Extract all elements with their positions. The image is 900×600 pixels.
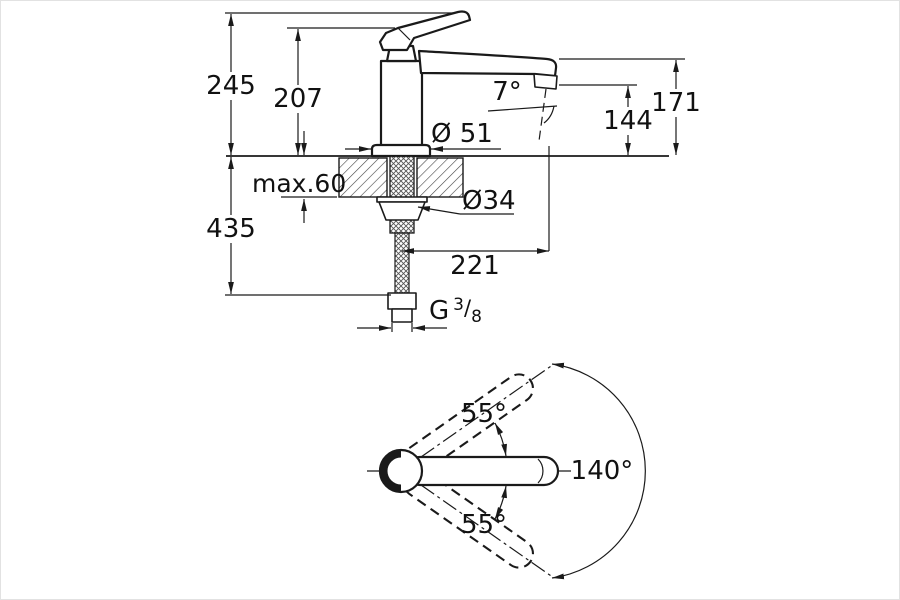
angle-140-bg: [571, 453, 633, 483]
hose-connector-body: [387, 292, 417, 310]
angle-7-ray: [487, 105, 558, 112]
water-stream-line: [538, 88, 547, 142]
faucet-base: [370, 143, 432, 158]
dim-245-label: 245: [206, 71, 256, 101]
arc-140: [551, 362, 646, 580]
angle-55-lower-label: 55°: [461, 510, 507, 540]
g38-slash: /: [464, 296, 472, 320]
body-crescent: [380, 450, 402, 492]
dim-171-bg: [651, 89, 701, 117]
dim-435-label: 435: [206, 214, 256, 244]
dim-207-bg: [273, 85, 323, 113]
g38-den: 8: [471, 307, 482, 327]
dia34-leader: [417, 206, 461, 215]
max60-label: max.60: [252, 169, 346, 198]
mounting-nut: [378, 201, 426, 221]
dim-245-bg: [206, 72, 256, 100]
angle-7-label: 7°: [492, 77, 522, 107]
angle-55-upper-label: 55°: [461, 399, 507, 429]
handle-detail-line: [397, 27, 411, 41]
arc-55-lower: [494, 485, 507, 520]
centerline-upper: [420, 363, 555, 458]
g38-g: G: [429, 296, 449, 326]
dim-dia51-label: Ø 51: [431, 119, 493, 149]
dim-144-bg: [603, 107, 653, 135]
counter-hatch-right: [416, 157, 464, 198]
centerline-lower: [420, 484, 555, 579]
angle-7-arc: [543, 105, 555, 124]
spout-tip-detail: [537, 458, 544, 484]
g38-num: 3: [453, 295, 464, 315]
faucet-side-view: [226, 10, 669, 323]
faucet-top-view: 55° 55° 140°: [367, 362, 646, 580]
angle-140-label: 140°: [571, 456, 634, 486]
dim-207-label: 207: [273, 84, 323, 114]
faucet-body: [379, 59, 424, 150]
faucet-lever-handle: [378, 10, 472, 52]
faucet-spout: [417, 49, 558, 78]
hose-connector-thread: [391, 308, 413, 323]
dim-171-label: 171: [651, 88, 701, 118]
threaded-shank: [389, 155, 415, 234]
counter-hatch-left: [338, 157, 388, 198]
dim-dia34-label: Ø34: [462, 186, 516, 216]
dim-144-label: 144: [603, 106, 653, 136]
supply-hose: [394, 232, 410, 294]
spout-solid-topview: [404, 455, 560, 487]
dim-435-bg: [206, 215, 256, 243]
arc-55-upper: [494, 422, 507, 457]
aerator: [533, 73, 558, 90]
dim-221-label: 221: [450, 251, 500, 281]
side-view-dimensions: 245 207 435 144 171 7° Ø 51 max.60: [206, 12, 701, 332]
